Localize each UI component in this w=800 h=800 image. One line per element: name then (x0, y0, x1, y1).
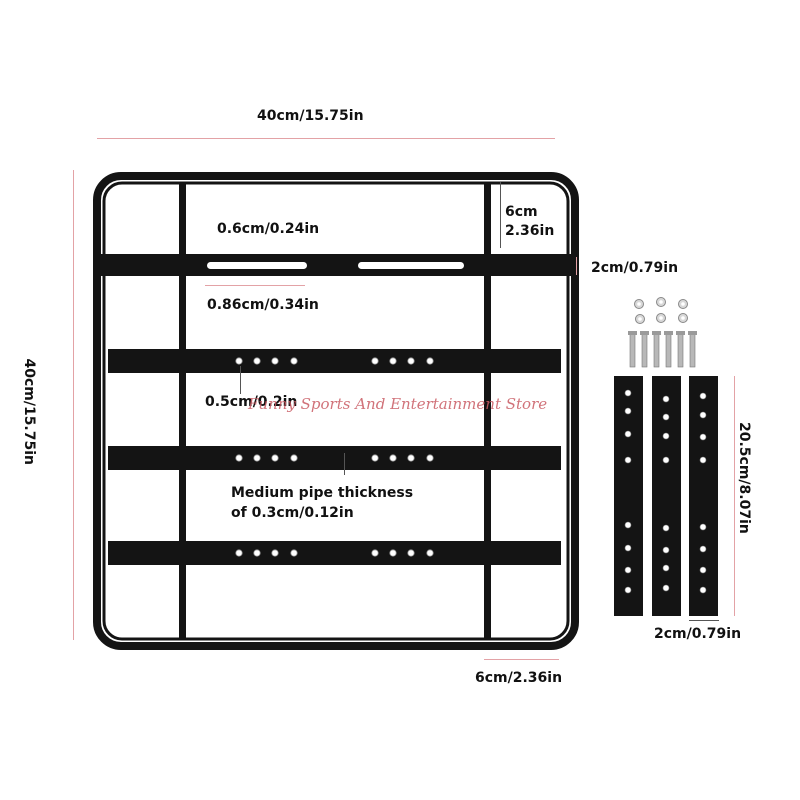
label-bottom-gap: 6cm/2.36in (475, 670, 563, 686)
label-hole-size: 0.5cm/0.2in (205, 394, 298, 410)
top-dimension-line (97, 138, 555, 139)
label-top-width: 40cm/15.75in (257, 108, 364, 124)
rack-top-crossbar (101, 254, 571, 276)
slot-right (358, 262, 464, 269)
crossbar-holes (235, 357, 434, 557)
bracket-width-line (689, 620, 719, 621)
rack-crossbar-2 (108, 446, 561, 470)
slot-height-line (205, 285, 305, 286)
label-left-height: 40cm/15.75in (21, 358, 37, 465)
pipe-pointer (344, 453, 345, 475)
rack-crossbar-1 (108, 349, 561, 373)
store-watermark: Funny Sports And Entertainment Store (248, 395, 548, 413)
rack-right-rail (484, 182, 491, 640)
rack-crossbar-3 (108, 541, 561, 565)
side-gap-line (500, 182, 501, 248)
bracket-1 (614, 376, 643, 616)
label-pipe-2: of 0.3cm/0.12in (231, 505, 354, 521)
rack-left-rail (179, 182, 186, 640)
rack-inner-frame (102, 181, 570, 641)
label-pipe-1: Medium pipe thickness (231, 485, 414, 501)
bottom-gap-line (484, 659, 559, 660)
label-slot-height: 0.86cm/0.34in (207, 297, 319, 313)
bracket-length-line (734, 376, 735, 616)
rack-outer-frame (93, 172, 579, 650)
strip-width-line (576, 257, 577, 275)
label-bracket-width: 2cm/0.79in (654, 626, 742, 642)
label-side-gap-2: 2.36in (505, 223, 555, 239)
hole-pointer (240, 366, 241, 394)
slot-left (207, 262, 307, 269)
left-dimension-line (73, 170, 74, 640)
label-side-gap-1: 6cm (505, 204, 538, 220)
label-strip-width: 2cm/0.79in (591, 260, 679, 276)
bracket-holes (624, 389, 707, 594)
bracket-2 (652, 376, 681, 616)
screws (628, 331, 697, 368)
label-slot-length: 0.6cm/0.24in (217, 221, 320, 237)
label-bracket-length: 20.5cm/8.07in (736, 422, 752, 534)
